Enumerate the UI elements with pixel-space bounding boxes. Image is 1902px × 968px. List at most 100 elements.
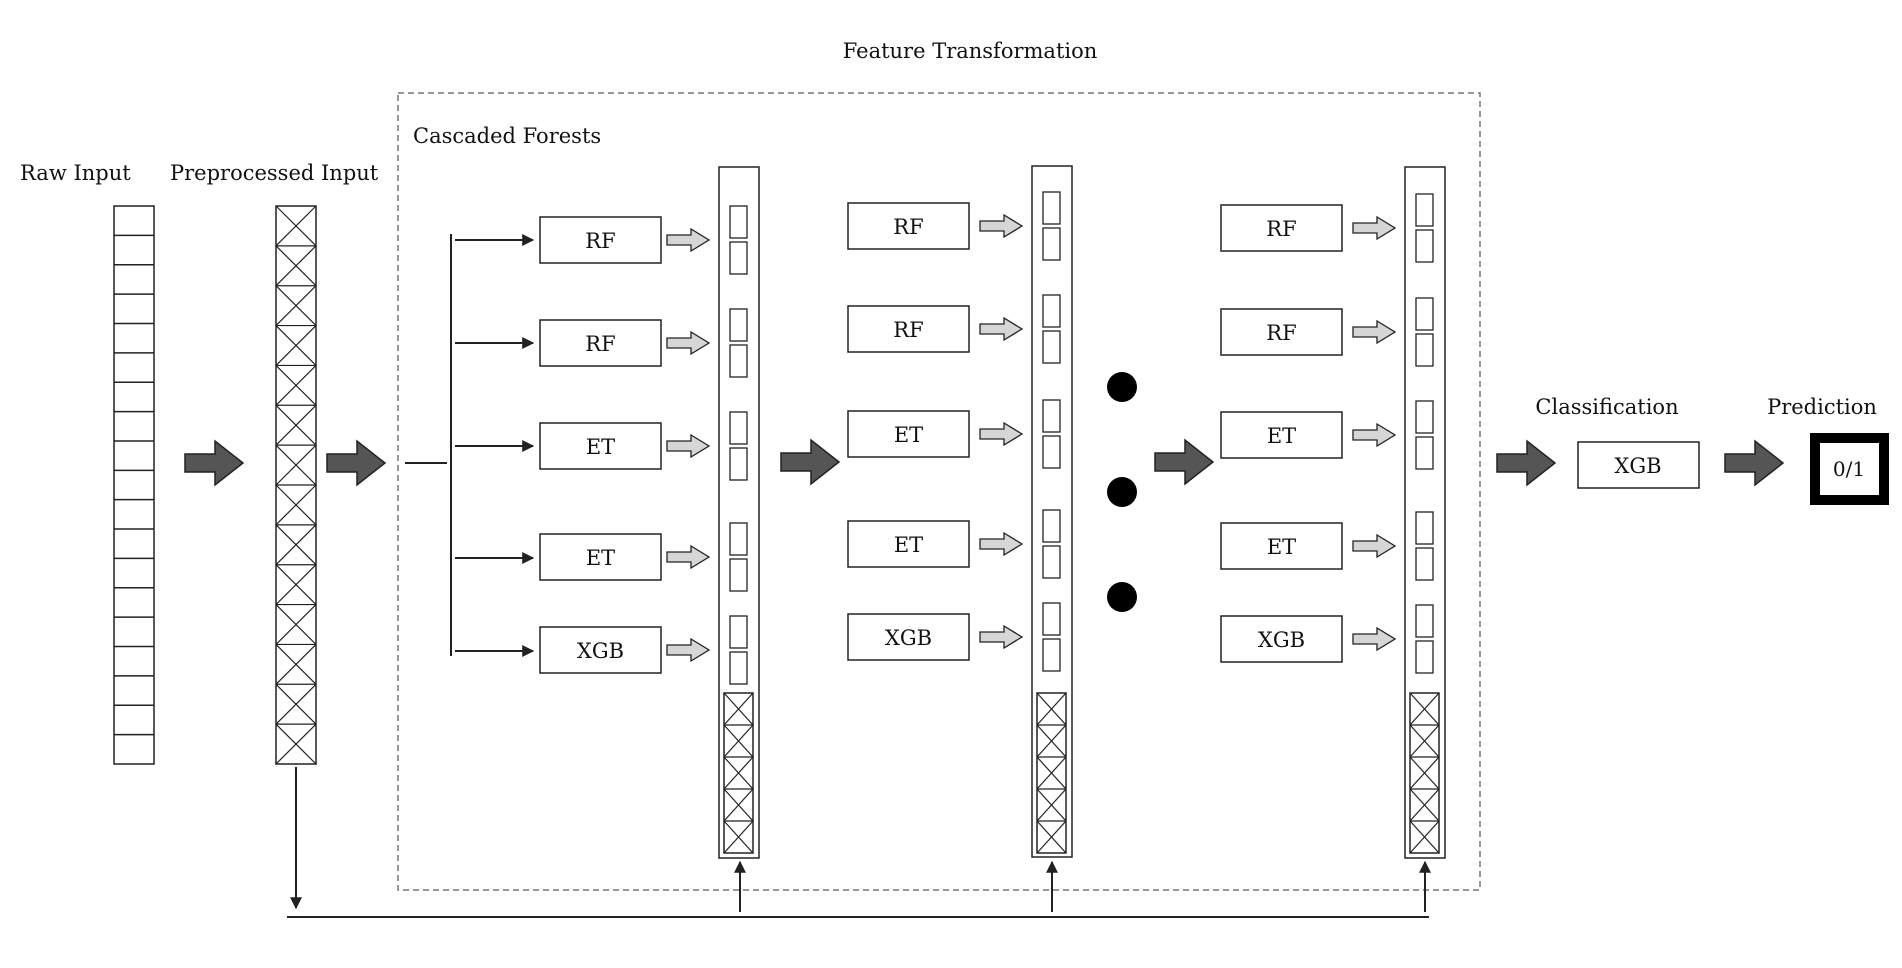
- prediction-box: [1810, 433, 1889, 505]
- preprocessed-input-hatch: [275, 205, 317, 247]
- model-label: XGB: [885, 626, 932, 650]
- model-box: [847, 410, 970, 458]
- class-vector-slot: [1415, 436, 1434, 470]
- model-label: ET: [586, 435, 615, 459]
- class-vector-slot: [1042, 545, 1061, 579]
- concatenated-features-hatch: [723, 756, 754, 790]
- small-arrow: [979, 624, 1024, 650]
- model-label: RF: [1266, 217, 1296, 241]
- small-arrow: [1352, 626, 1397, 652]
- model-label: RF: [893, 318, 923, 342]
- class-vector-slot: [1042, 435, 1061, 469]
- raw-input-title: Raw Input: [20, 161, 131, 185]
- classifier-box: [1577, 441, 1700, 489]
- class-vector-slot: [729, 558, 748, 592]
- class-vector-slot: [1415, 193, 1434, 227]
- model-box: [539, 533, 662, 581]
- model-label: XGB: [1258, 628, 1305, 652]
- preprocessed-input-hatch: [275, 285, 317, 326]
- model-label: ET: [894, 533, 923, 557]
- class-vector-slot: [729, 308, 748, 342]
- class-vector-slot: [1042, 330, 1061, 364]
- preprocessed-input-vector: [275, 205, 317, 765]
- small-arrow: [666, 433, 711, 459]
- class-vector-slot: [729, 205, 748, 239]
- model-box: [539, 216, 662, 264]
- class-vector-slot: [1042, 602, 1061, 636]
- model-box: [847, 613, 970, 661]
- concatenated-features-hatch: [723, 820, 754, 854]
- big-arrow-cascade-to-classifier: [1496, 439, 1557, 487]
- class-vector-slot: [1415, 400, 1434, 434]
- preprocessed-input-hatch: [275, 564, 317, 605]
- preprocessed-input-hatch: [275, 484, 317, 526]
- ellipsis-dot-2: [1107, 477, 1137, 507]
- small-arrow: [1352, 422, 1397, 448]
- class-vector-slot: [1042, 191, 1061, 225]
- model-box: [1220, 204, 1343, 252]
- feedback-path: [287, 767, 1431, 918]
- classification-title: Classification: [1535, 395, 1678, 419]
- model-label: ET: [586, 546, 615, 570]
- ellipsis-dot-1: [1107, 372, 1137, 402]
- cascade-level-3: RF RF ET ET XGB: [1220, 166, 1446, 859]
- model-box: [847, 202, 970, 250]
- class-vector-slot: [1415, 297, 1434, 331]
- prediction-title: Prediction: [1767, 395, 1877, 419]
- model-label: ET: [1267, 424, 1296, 448]
- model-label: RF: [893, 215, 923, 239]
- small-arrow: [979, 531, 1024, 557]
- preprocessed-input-hatch: [275, 644, 317, 685]
- model-box: [1220, 411, 1343, 459]
- big-arrow-level1-to-level2: [780, 438, 841, 486]
- preprocessed-input-hatch: [275, 683, 317, 725]
- class-vector-slot: [729, 522, 748, 556]
- preprocessed-input-hatch: [275, 325, 317, 366]
- small-arrow: [666, 227, 711, 253]
- model-box: [1220, 522, 1343, 570]
- concatenated-features-hatch: [1409, 724, 1440, 758]
- cascaded-forests-title: Cascaded Forests: [413, 124, 601, 148]
- class-vector-slot: [1042, 294, 1061, 328]
- ellipsis-dot-3: [1107, 582, 1137, 612]
- small-arrow: [666, 637, 711, 663]
- model-label: ET: [894, 423, 923, 447]
- model-box: [539, 626, 662, 674]
- model-label: RF: [585, 229, 615, 253]
- class-vector-slot: [729, 344, 748, 378]
- model-label: XGB: [577, 639, 624, 663]
- raw-input-vector: [113, 205, 155, 765]
- preprocessed-input-hatch: [275, 365, 317, 406]
- concatenated-features-hatch: [1036, 820, 1067, 854]
- preprocessed-input-hatch: [275, 723, 317, 765]
- model-box: [847, 305, 970, 353]
- preprocessed-input-hatch: [275, 404, 317, 446]
- cascade-level-2: RF RF ET ET XGB: [847, 165, 1073, 858]
- splitter-arrows: [455, 234, 535, 657]
- concatenated-features-hatch: [723, 692, 754, 726]
- class-vector-slot: [1042, 509, 1061, 543]
- big-arrow-to-final-level: [1154, 438, 1215, 486]
- concatenated-features-hatch: [1036, 788, 1067, 822]
- small-arrow: [1352, 319, 1397, 345]
- preprocessed-input-hatch: [275, 604, 317, 645]
- small-arrow: [666, 330, 711, 356]
- class-vector-slot: [729, 651, 748, 685]
- model-box: [539, 319, 662, 367]
- class-vector-slot: [729, 241, 748, 275]
- model-label: RF: [1266, 321, 1296, 345]
- small-arrow: [1352, 215, 1397, 241]
- big-arrow-classifier-to-prediction: [1724, 439, 1785, 487]
- model-label: ET: [1267, 535, 1296, 559]
- class-vector-slot: [1415, 511, 1434, 545]
- concatenated-features-hatch: [1409, 820, 1440, 854]
- class-vector-slot: [1415, 604, 1434, 638]
- concatenated-features-hatch: [723, 724, 754, 758]
- concatenated-features-hatch: [1409, 692, 1440, 726]
- preprocessed-input-title: Preprocessed Input: [170, 161, 379, 185]
- model-box: [539, 422, 662, 470]
- classifier-label: XGB: [1614, 454, 1661, 478]
- small-arrow: [666, 544, 711, 570]
- big-arrows: [184, 438, 1785, 487]
